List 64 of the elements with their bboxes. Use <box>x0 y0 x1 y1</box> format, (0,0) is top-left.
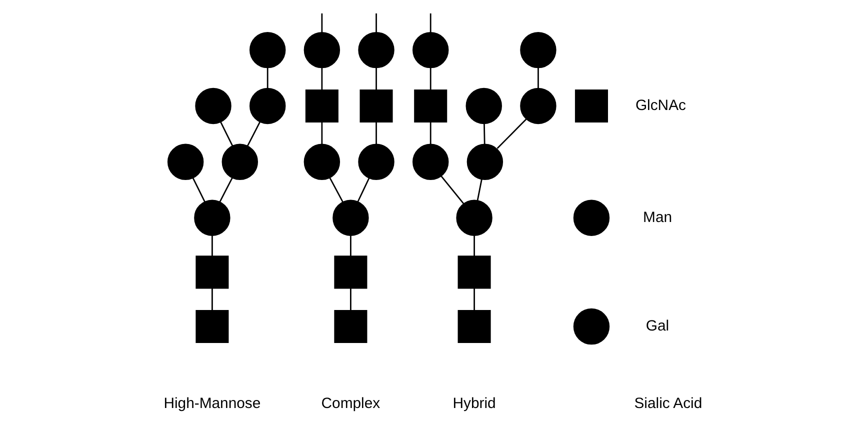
label: Hybrid <box>452 396 496 412</box>
label: High-Mannose <box>163 396 260 412</box>
node-circle <box>358 32 394 68</box>
connector <box>246 122 260 146</box>
node-circle <box>358 144 394 180</box>
node-circle <box>332 200 368 236</box>
node-circle <box>166 144 204 180</box>
connector <box>483 124 485 144</box>
connector <box>429 68 431 90</box>
node-circle <box>248 32 286 68</box>
node-circle <box>194 200 230 236</box>
connector <box>350 236 351 256</box>
legend-label: Man <box>642 210 672 226</box>
connector <box>328 177 343 202</box>
node-circle <box>248 88 286 124</box>
label: Complex <box>320 396 380 412</box>
connector <box>356 178 370 202</box>
connector <box>375 13 376 32</box>
node-circle <box>465 88 502 124</box>
legend-label: GlcNAc <box>634 98 686 114</box>
node-box <box>334 310 367 344</box>
node-circle <box>572 200 610 236</box>
node-box <box>195 256 228 289</box>
connector <box>473 236 474 256</box>
legend-label: Sialic Acid <box>634 396 702 412</box>
connector <box>266 68 268 88</box>
connector <box>211 288 212 310</box>
node-circle <box>456 200 492 236</box>
node-box <box>457 310 490 344</box>
node-circle <box>194 88 231 124</box>
node-circle <box>466 144 503 180</box>
connector <box>375 68 376 90</box>
connector <box>476 179 482 200</box>
connector <box>473 288 474 310</box>
node-circle <box>303 32 340 68</box>
connector <box>218 178 232 202</box>
connector <box>537 68 538 88</box>
node-circle <box>412 32 448 68</box>
node-circle <box>303 144 340 180</box>
node-circle <box>221 144 258 180</box>
connector <box>350 288 351 310</box>
connector <box>375 122 376 144</box>
node-circle <box>520 32 556 68</box>
connector <box>440 176 464 204</box>
node-circle <box>412 144 448 180</box>
node-box <box>334 256 367 289</box>
node-box <box>359 89 392 122</box>
connector <box>320 68 322 90</box>
connector <box>220 122 233 146</box>
node-circle <box>572 308 610 345</box>
node-box <box>457 256 490 289</box>
connector <box>192 178 205 202</box>
legend-label: Gal <box>645 318 669 334</box>
node-box <box>574 89 608 122</box>
connector <box>429 122 431 144</box>
node-circle <box>520 88 556 124</box>
connector <box>320 122 322 144</box>
node-box <box>304 89 338 122</box>
connector <box>496 118 526 149</box>
node-box <box>414 89 447 122</box>
connector <box>211 236 212 256</box>
node-box <box>195 310 228 344</box>
connector <box>320 13 322 32</box>
connector <box>429 13 431 32</box>
